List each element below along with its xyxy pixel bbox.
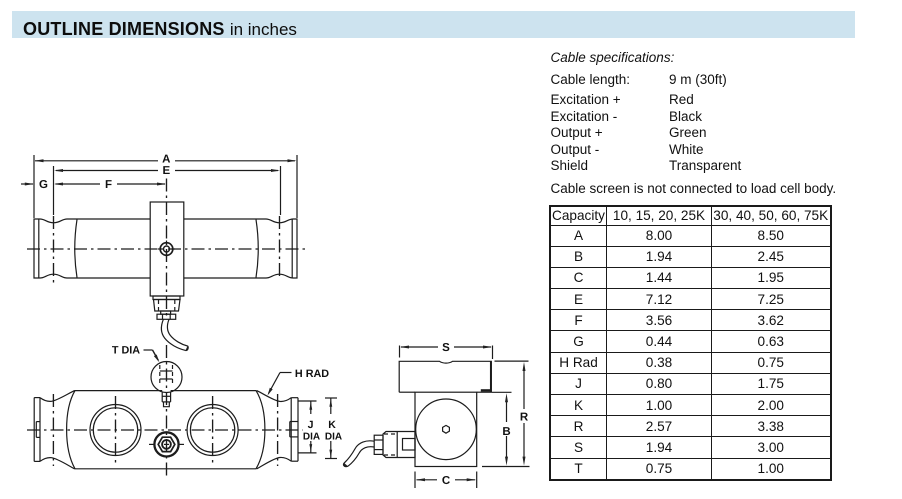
svg-text:H RAD: H RAD	[295, 368, 329, 380]
svg-text:G: G	[39, 179, 48, 191]
svg-text:S: S	[442, 342, 450, 354]
svg-text:K: K	[328, 419, 336, 431]
svg-text:E: E	[162, 165, 170, 177]
svg-text:T DIA: T DIA	[112, 345, 140, 357]
svg-text:B: B	[502, 426, 510, 438]
svg-text:J: J	[308, 419, 314, 431]
svg-text:DIA: DIA	[303, 431, 320, 442]
svg-text:F: F	[105, 179, 112, 191]
svg-text:DIA: DIA	[325, 431, 342, 442]
svg-text:R: R	[520, 411, 529, 423]
svg-text:A: A	[162, 154, 170, 166]
svg-text:C: C	[442, 475, 450, 487]
